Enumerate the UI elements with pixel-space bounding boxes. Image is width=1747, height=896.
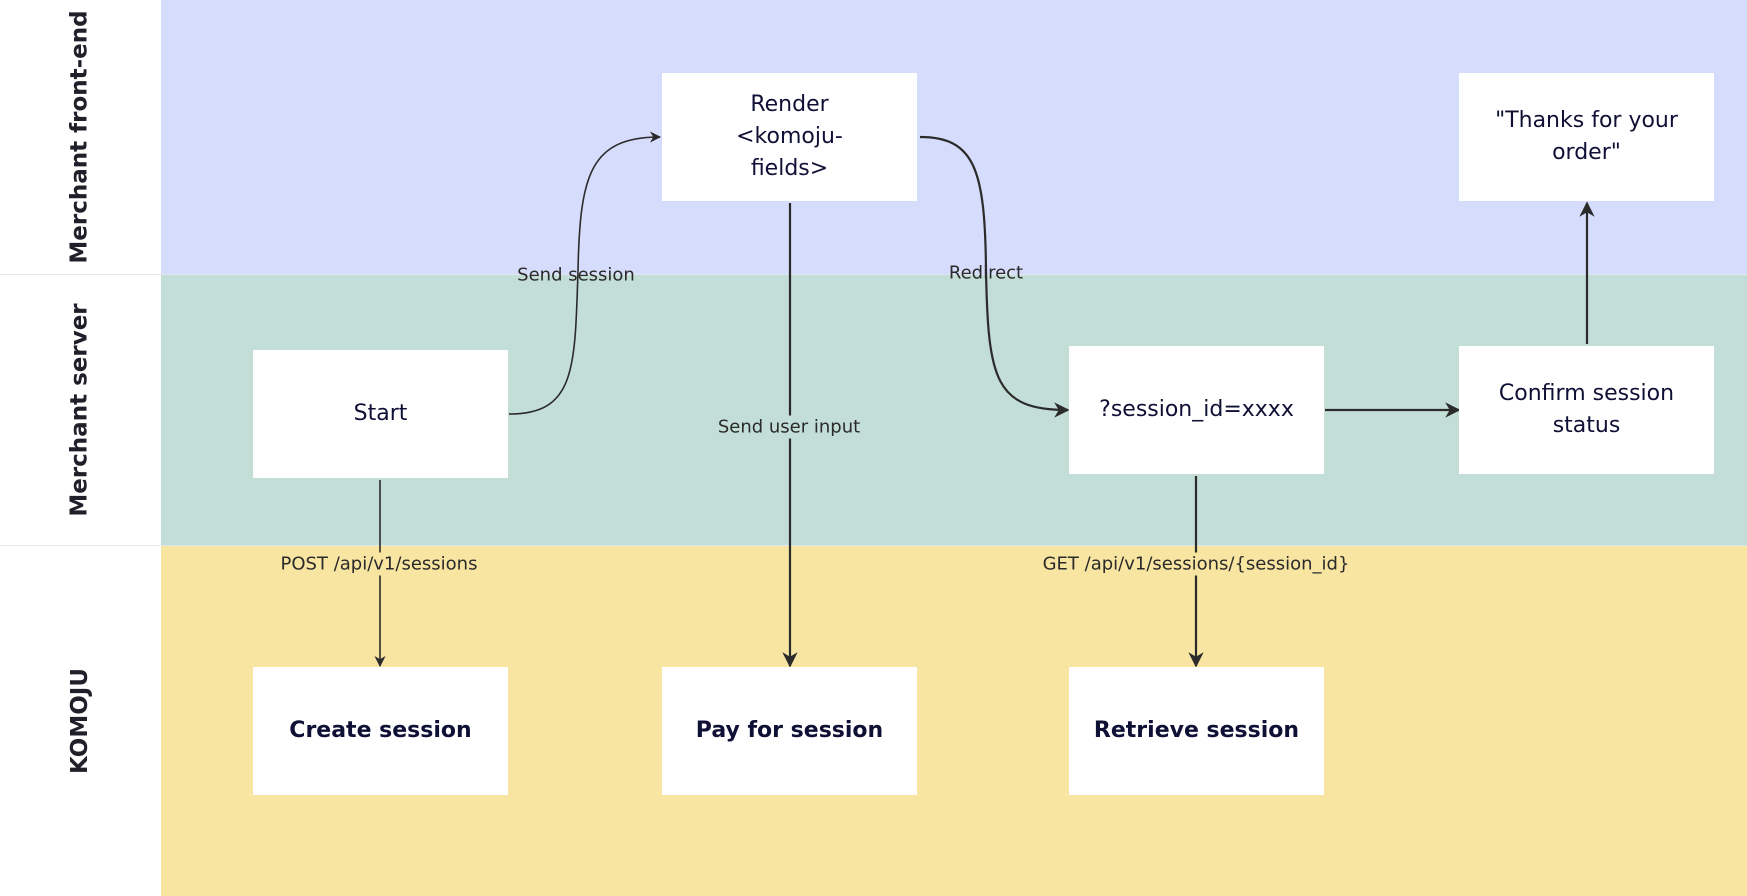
node-retrieve-label: Retrieve session [1093, 718, 1300, 743]
node-render-label: Render <komoju-fields> [736, 92, 843, 181]
node-session-param-label: ?session_id=xxxx [1099, 397, 1294, 422]
node-pay-for-session: Pay for session [662, 667, 917, 795]
edge-label-post-sessions: POST /api/v1/sessions [278, 552, 480, 576]
arrow-send-session [508, 131, 662, 415]
node-create-label: Create session [289, 718, 472, 743]
lane-header-komoju: KOMOJU [0, 546, 160, 896]
node-session-id-param: ?session_id=xxxx [1069, 346, 1324, 474]
node-retrieve-session: Retrieve session [1069, 667, 1324, 795]
lane-separator [0, 545, 1747, 546]
node-start: Start [253, 350, 508, 478]
node-start-label: Start [353, 401, 408, 426]
edge-label-get-session: GET /api/v1/sessions/{session_id} [1040, 552, 1352, 576]
node-thanks-for-order: "Thanks for your order" [1459, 73, 1714, 201]
lane-header-server: Merchant server [0, 275, 160, 545]
lane-header-frontend: Merchant front-end [0, 0, 160, 274]
edge-label-send-session: Send session [517, 264, 635, 286]
node-pay-label: Pay for session [695, 718, 884, 743]
edge-label-send-user-input: Send user input [715, 415, 863, 439]
node-create-session: Create session [253, 667, 508, 795]
node-thanks-label: "Thanks for your order" [1495, 108, 1678, 165]
node-render-komoju-fields: Render <komoju-fields> [662, 73, 917, 201]
node-confirm-label: Confirm session status [1498, 381, 1675, 438]
arrow-redirect [919, 135, 1070, 418]
lane-separator [0, 274, 1747, 275]
edge-label-redirect: Redirect [948, 262, 1024, 284]
node-confirm-session-status: Confirm session status [1459, 346, 1714, 474]
